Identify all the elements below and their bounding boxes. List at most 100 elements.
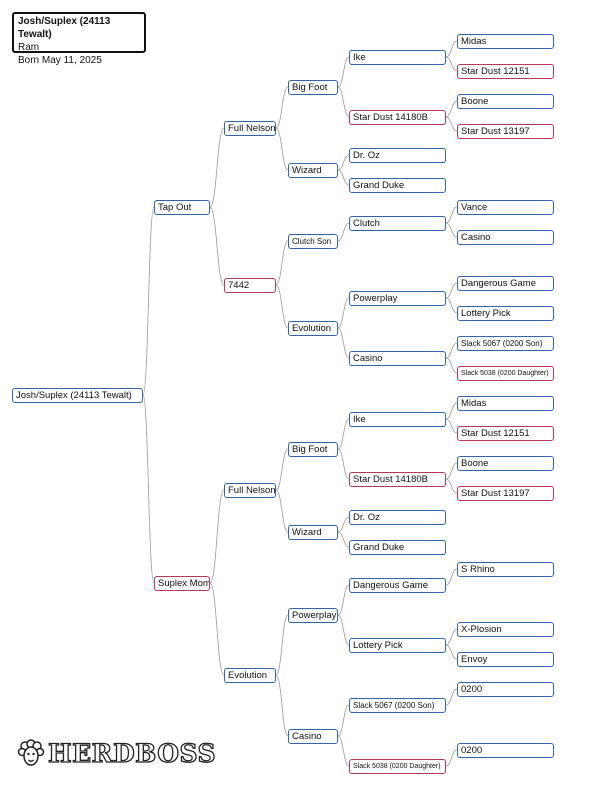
connector-line: [445, 282, 458, 299]
node-g4-13[interactable]: Lottery Pick: [349, 638, 446, 653]
connector-line: [445, 644, 458, 660]
node-g5-11[interactable]: Midas: [457, 396, 554, 411]
node-root[interactable]: Josh/Suplex (24113 Tewalt): [12, 388, 143, 403]
node-g5-2[interactable]: Star Dust 12151: [457, 64, 554, 79]
node-g4-15[interactable]: Slack 5038 (0200 Daughter): [349, 759, 446, 774]
connector-line: [275, 284, 289, 329]
connector-line: [209, 127, 225, 208]
connector-line: [445, 222, 458, 238]
node-g4-7[interactable]: Casino: [349, 351, 446, 366]
node-dam[interactable]: Suplex Mom: [154, 576, 210, 591]
sheep-face-icon: [17, 739, 45, 766]
node-g4-8[interactable]: Ike: [349, 412, 446, 427]
connector-line: [275, 614, 289, 676]
connector-line: [337, 327, 350, 359]
connector-line: [209, 582, 225, 676]
animal-info-box: Josh/Suplex (24113 Tewalt) Ram Born May …: [12, 12, 146, 66]
connector-line: [337, 418, 350, 450]
connector-line: [445, 206, 458, 224]
node-g4-14[interactable]: Slack 5067 (0200 Son): [349, 698, 446, 713]
connector-line: [337, 56, 350, 88]
node-g4-5[interactable]: Clutch: [349, 216, 446, 231]
node-g5-3[interactable]: Boone: [457, 94, 554, 109]
herdboss-logo: HERDBOSS: [16, 738, 216, 768]
node-g5-6[interactable]: Casino: [457, 230, 554, 245]
node-g4-3[interactable]: Dr. Oz: [349, 148, 446, 163]
connector-line: [445, 462, 458, 480]
node-sire[interactable]: Tap Out: [154, 200, 210, 215]
node-g4-4[interactable]: Grand Duke: [349, 178, 446, 193]
connector-line: [445, 297, 458, 314]
node-g5-8[interactable]: Lottery Pick: [457, 306, 554, 321]
node-s-s-s[interactable]: Big Foot: [288, 80, 338, 95]
connector-line: [445, 418, 458, 434]
connector-line: [337, 154, 350, 171]
connector-line: [445, 402, 458, 420]
node-g5-15[interactable]: S Rhino: [457, 562, 554, 577]
node-g5-10[interactable]: Slack 5038 (0200 Daughter): [457, 366, 554, 381]
connector-line: [275, 127, 289, 171]
node-g5-14[interactable]: Star Dust 13197: [457, 486, 554, 501]
node-g4-12[interactable]: Dangerous Game: [349, 578, 446, 593]
connector-line: [445, 688, 458, 706]
connector-line: [445, 56, 458, 72]
node-d-s-d[interactable]: Wizard: [288, 525, 338, 540]
connector-line: [337, 531, 350, 548]
node-g4-2[interactable]: Star Dust 14180B: [349, 110, 446, 125]
node-dam-dam[interactable]: Evolution: [224, 668, 276, 683]
connector-line: [275, 489, 289, 533]
animal-type: Ram: [18, 42, 40, 53]
connector-line: [445, 749, 458, 767]
node-d-d-s[interactable]: Powerplay: [288, 608, 338, 623]
node-g5-7[interactable]: Dangerous Game: [457, 276, 554, 291]
node-g5-16[interactable]: X-Plosion: [457, 622, 554, 637]
connector-line: [275, 240, 289, 286]
connector-line: [337, 297, 350, 329]
node-g4-1[interactable]: Ike: [349, 50, 446, 65]
node-g4-6[interactable]: Powerplay: [349, 291, 446, 306]
connector-line: [445, 357, 458, 374]
connector-line: [275, 86, 289, 129]
logo-wordmark: HERDBOSS: [47, 738, 217, 768]
connector-line: [445, 100, 458, 118]
connector-line: [445, 478, 458, 494]
node-d-d-d[interactable]: Casino: [288, 729, 338, 744]
node-dam-sire[interactable]: Full Nelson: [224, 483, 276, 498]
connector-line: [337, 704, 350, 737]
connector-line: [337, 584, 350, 616]
animal-name: Josh/Suplex (24113 Tewalt): [18, 16, 111, 40]
node-g4-10[interactable]: Dr. Oz: [349, 510, 446, 525]
node-g5-13[interactable]: Boone: [457, 456, 554, 471]
connector-line: [445, 568, 458, 586]
animal-birth-date: Born May 11, 2025: [18, 55, 102, 66]
node-g5-4[interactable]: Star Dust 13197: [457, 124, 554, 139]
node-g4-11[interactable]: Grand Duke: [349, 540, 446, 555]
connector-line: [445, 628, 458, 646]
node-s-d-d[interactable]: Evolution: [288, 321, 338, 336]
connector-line: [445, 40, 458, 58]
node-s-s-d[interactable]: Wizard: [288, 163, 338, 178]
node-sire-dam[interactable]: 7442: [224, 278, 276, 293]
connector-line: [275, 674, 289, 737]
node-g5-1[interactable]: Midas: [457, 34, 554, 49]
node-g4-9[interactable]: Star Dust 14180B: [349, 472, 446, 487]
connector-line: [337, 614, 350, 646]
node-g5-12[interactable]: Star Dust 12151: [457, 426, 554, 441]
connector-line: [337, 735, 350, 767]
connector-line: [337, 222, 350, 242]
connector-line: [142, 394, 155, 584]
connector-line: [209, 489, 225, 584]
node-g5-9[interactable]: Slack 5067 (0200 Son): [457, 336, 554, 351]
node-g5-18[interactable]: 0200: [457, 682, 554, 697]
node-d-s-s[interactable]: Big Foot: [288, 442, 338, 457]
node-sire-sire[interactable]: Full Nelson: [224, 121, 276, 136]
node-s-d-s[interactable]: Clutch Son: [288, 234, 338, 249]
connector-line: [275, 448, 289, 491]
node-g5-5[interactable]: Vance: [457, 200, 554, 215]
connector-line: [337, 448, 350, 480]
connector-line: [337, 86, 350, 118]
node-g5-17[interactable]: Envoy: [457, 652, 554, 667]
connector-line: [445, 116, 458, 132]
node-g5-19[interactable]: 0200: [457, 743, 554, 758]
